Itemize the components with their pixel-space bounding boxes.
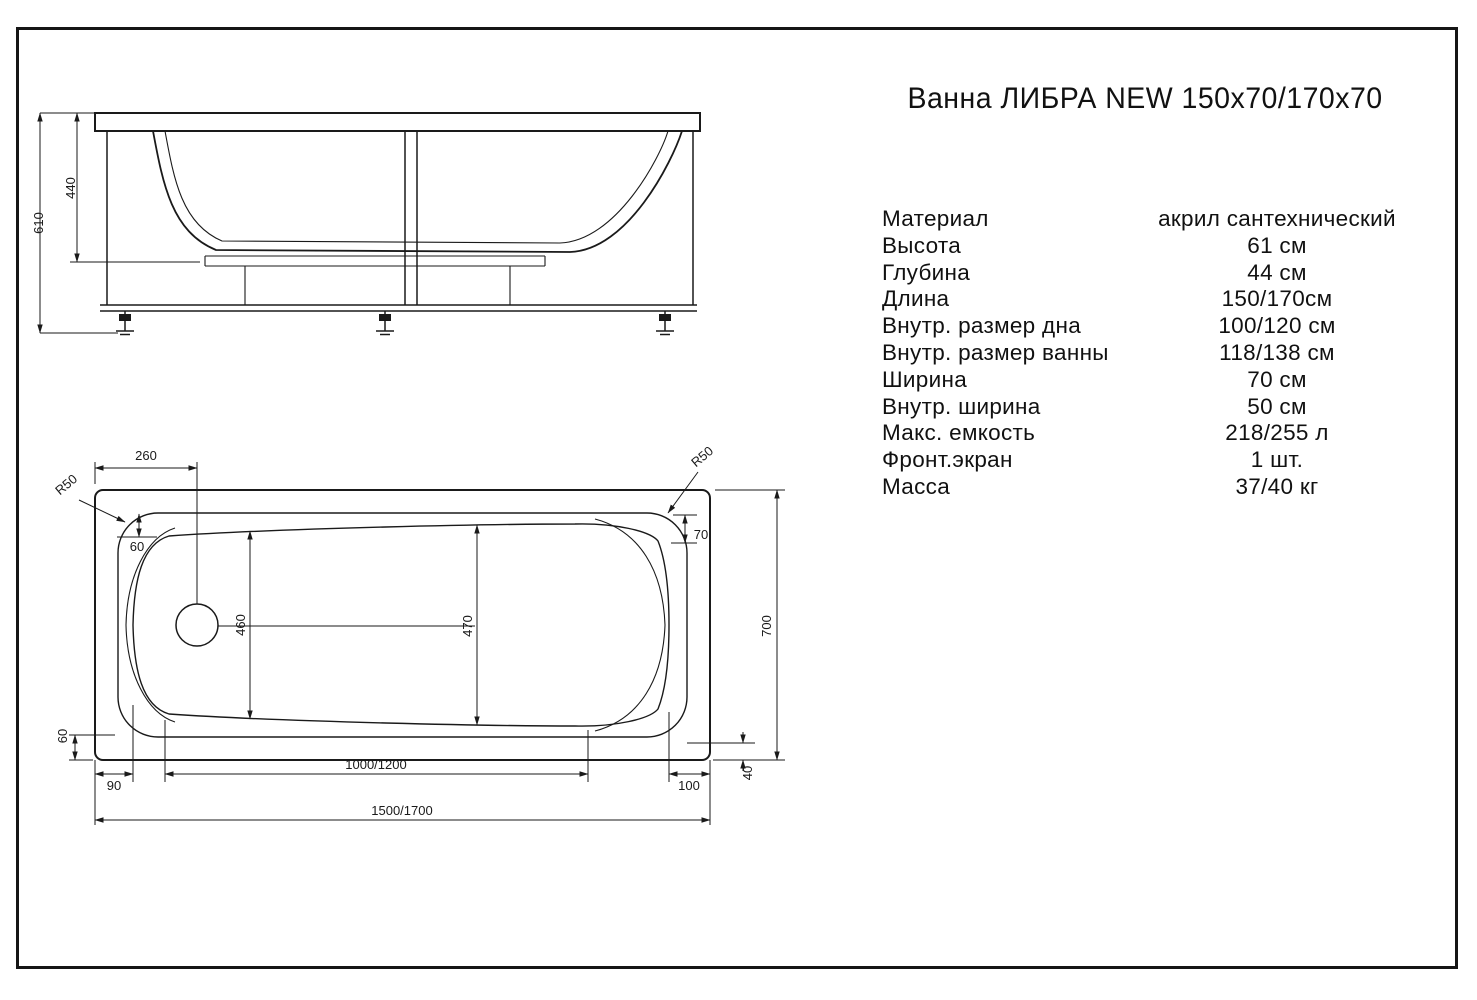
side-view-drawing: 610 440 <box>31 112 701 336</box>
drawing-title: Ванна ЛИБРА NEW 150x70/170x70 <box>907 82 1383 115</box>
spec-row: Масса 37/40 кг <box>882 474 1422 501</box>
spec-label: Внутр. размер дна <box>882 313 1082 339</box>
spec-row: Длина 150/170см <box>882 286 1422 313</box>
dim-label-60-top: 60 <box>130 539 144 554</box>
spec-row: Внутр. размер ванны 118/138 см <box>882 340 1422 367</box>
dim-inner-width-left: 460 <box>233 530 253 720</box>
sheet-border <box>16 27 1458 969</box>
radius-label-r50-left: R50 <box>52 471 80 498</box>
dim-label-100: 100 <box>678 778 700 793</box>
spec-label: Высота <box>882 232 962 258</box>
spec-value: 44 см <box>1247 259 1307 285</box>
spec-row: Внутр. размер дна 100/120 см <box>882 313 1422 340</box>
bottom-extension-lines <box>94 705 711 825</box>
dim-floor-length: 1000/1200 <box>164 757 589 777</box>
spec-label: Материал <box>882 206 989 231</box>
basin-outer-profile <box>152 130 683 253</box>
foot-end-slope-curve <box>594 518 666 732</box>
dim-rim-top-right: 70 <box>671 514 708 544</box>
rim-inner-edge <box>117 512 688 738</box>
dim-label-260: 260 <box>135 448 157 463</box>
plan-view-tub <box>94 489 711 761</box>
dim-rim-bottom-left: 60 <box>55 729 115 761</box>
dim-label-1000-1200: 1000/1200 <box>345 757 406 772</box>
spec-label: Макс. емкость <box>882 420 1036 446</box>
spec-label: Масса <box>882 473 951 499</box>
dim-floor-offset-right: 100 <box>668 771 711 793</box>
foot-nut-left <box>119 314 131 321</box>
dim-label-90: 90 <box>107 778 121 793</box>
spec-row: Материал акрил сантехнический <box>882 206 1422 233</box>
leader-line <box>667 471 699 514</box>
dim-label-440: 440 <box>63 177 78 199</box>
dim-extension-lines <box>40 112 118 334</box>
dim-overall-width: 700 <box>715 489 785 761</box>
dim-label-460: 460 <box>233 614 248 636</box>
dim-extension-lines <box>94 462 198 604</box>
spec-row: Высота 61 см <box>882 233 1422 260</box>
spec-row: Макс. емкость 218/255 л <box>882 420 1422 447</box>
support-frame-lines <box>100 131 697 312</box>
radius-label-r50-right: R50 <box>688 443 716 470</box>
dim-overall-height: 610 <box>31 112 118 334</box>
dim-label-40: 40 <box>740 766 755 780</box>
spec-label: Длина <box>882 286 950 312</box>
spec-value: акрил сантехнический <box>1158 206 1396 231</box>
plan-view-drawing: 260 R50 R50 60 70 460 470 <box>52 443 785 825</box>
dim-label-60-bottom: 60 <box>55 729 70 743</box>
dim-inner-width-center: 470 <box>460 524 480 726</box>
dim-label-70: 70 <box>694 527 708 542</box>
radius-callout-right: R50 <box>667 443 716 514</box>
spec-label: Фронт.экран <box>882 447 1013 473</box>
spec-row: Глубина 44 см <box>882 260 1422 287</box>
dim-rim-bottom-right: 40 <box>687 732 755 780</box>
dim-overall-length: 1500/1700 <box>94 803 711 823</box>
spec-value: 37/40 кг <box>1235 473 1319 499</box>
spec-value: 70 см <box>1247 366 1307 392</box>
tub-outer-edge <box>94 489 711 761</box>
spec-label: Внутр. ширина <box>882 393 1041 419</box>
dim-extension-lines <box>94 705 711 825</box>
spec-row: Фронт.экран 1 шт. <box>882 447 1422 474</box>
spec-value: 61 см <box>1247 232 1307 258</box>
spec-value: 150/170см <box>1221 286 1333 312</box>
spec-value: 100/120 см <box>1218 313 1336 339</box>
spec-value: 50 см <box>1247 393 1307 419</box>
dim-floor-offset-left: 90 <box>94 771 134 793</box>
spec-label: Глубина <box>882 259 971 285</box>
spec-row: Внутр. ширина 50 см <box>882 394 1422 421</box>
bottom-cradle-lines <box>204 255 546 305</box>
basin-floor-edge <box>132 523 670 727</box>
dim-extension-lines <box>687 742 755 761</box>
spec-value: 218/255 л <box>1225 420 1329 446</box>
dim-label-470: 470 <box>460 615 475 637</box>
spec-label: Ширина <box>882 366 968 392</box>
spec-row: Ширина 70 см <box>882 367 1422 394</box>
foot-nut-center <box>379 314 391 321</box>
foot-nut-right <box>659 314 671 321</box>
dim-drain-offset: 260 <box>94 448 198 604</box>
dim-extension-lines <box>69 734 115 761</box>
dim-label-610: 610 <box>31 212 46 234</box>
dim-label-700: 700 <box>759 615 774 637</box>
tub-rim-section <box>94 112 701 132</box>
leader-line <box>78 499 126 523</box>
dim-label-1500-1700: 1500/1700 <box>371 803 432 818</box>
basin-inner-profile <box>164 130 669 244</box>
spec-value: 1 шт. <box>1250 447 1304 473</box>
spec-label: Внутр. размер ванны <box>882 339 1109 365</box>
dim-extension-lines <box>715 489 785 761</box>
adjustable-feet-lines <box>116 311 674 336</box>
drain-hole <box>175 603 219 647</box>
spec-table: Материал акрил сантехнический Высота 61 … <box>882 206 1422 501</box>
side-view-tub <box>94 112 701 253</box>
side-view-frame <box>100 131 697 336</box>
radius-callout-left: R50 <box>52 471 126 523</box>
dim-inner-depth: 440 <box>63 112 200 263</box>
spec-value: 118/138 см <box>1219 339 1335 365</box>
head-end-slope-curve <box>125 527 176 723</box>
dim-rim-top-left: 60 <box>117 513 157 554</box>
